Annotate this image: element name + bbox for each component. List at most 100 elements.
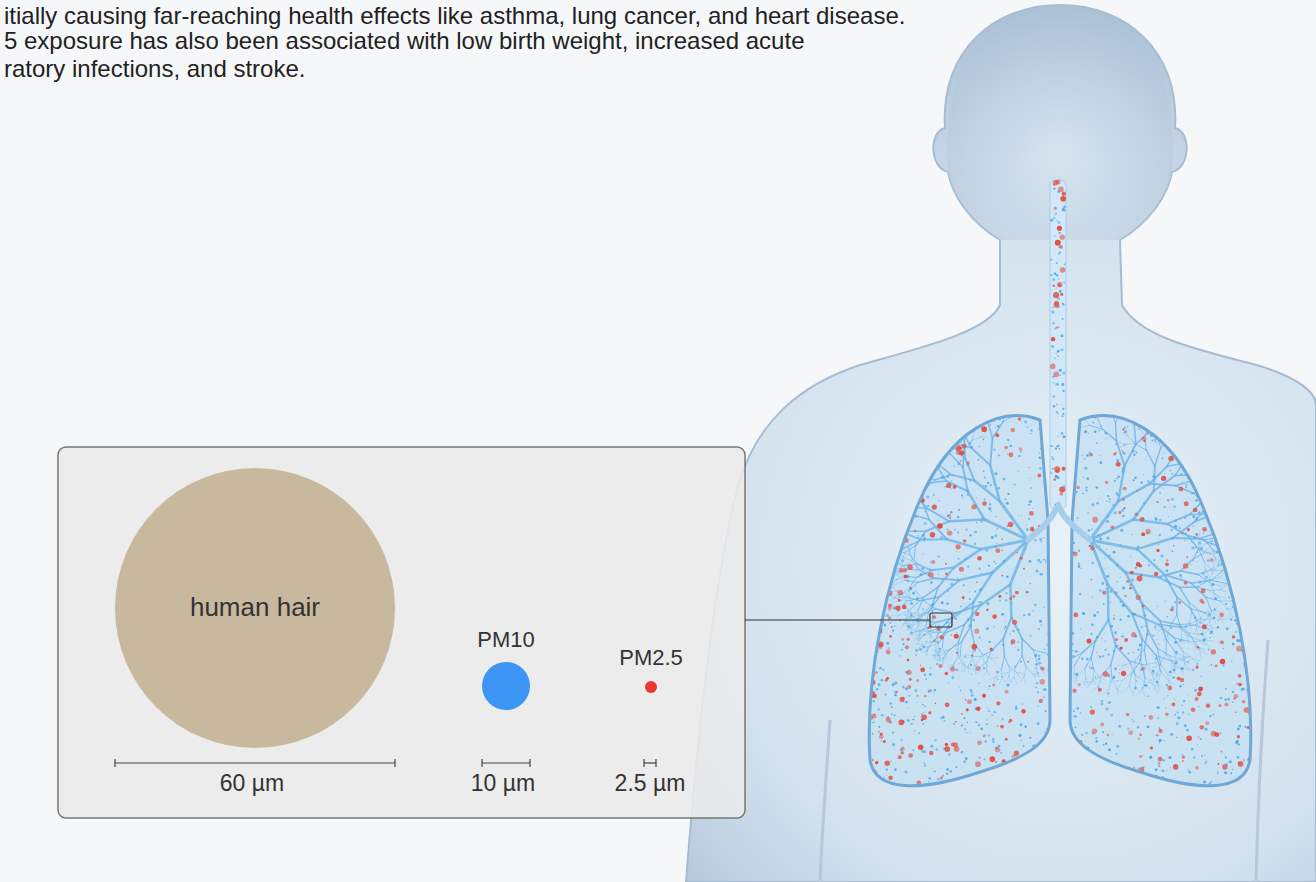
particle <box>1030 500 1033 503</box>
bronchiole <box>919 448 921 454</box>
bronchiole <box>1090 425 1103 429</box>
bronchiole <box>908 601 919 611</box>
particle <box>971 421 973 423</box>
bronchiole <box>1014 677 1017 684</box>
bronchiole <box>1033 650 1036 662</box>
bronchiole <box>1178 623 1191 625</box>
particle <box>937 625 938 626</box>
bronchiole <box>897 483 899 490</box>
particle <box>1004 498 1006 500</box>
bronchiole <box>953 424 963 431</box>
bronchiole <box>1197 580 1209 587</box>
particles <box>864 402 1059 795</box>
bronchiole <box>1101 404 1109 410</box>
bronchiole <box>1147 663 1153 672</box>
particle <box>930 449 933 452</box>
particle <box>980 601 982 603</box>
bronchiole <box>947 539 981 549</box>
bronchiole <box>917 612 928 619</box>
particle <box>882 669 884 671</box>
bronchiole <box>1241 536 1246 541</box>
particle <box>938 423 941 426</box>
bronchiole <box>1114 680 1122 682</box>
particle <box>920 573 922 575</box>
particle <box>1017 649 1019 651</box>
bronchiole <box>942 434 952 443</box>
particle <box>888 647 890 649</box>
particle <box>876 688 879 691</box>
bronchiole <box>1026 407 1032 412</box>
bronchiole <box>892 482 898 485</box>
bronchiole <box>890 510 892 517</box>
particle <box>1048 734 1050 736</box>
particle <box>994 711 996 713</box>
bronchiole <box>966 654 972 656</box>
particle <box>958 663 959 664</box>
particle <box>868 621 869 622</box>
particle <box>975 497 977 499</box>
bronchiole <box>1218 596 1225 598</box>
bronchiole <box>907 456 914 460</box>
particle <box>990 484 992 486</box>
particle <box>959 562 961 564</box>
bronchiole <box>1151 673 1154 680</box>
particle <box>957 784 959 786</box>
right-lung <box>1070 416 1251 786</box>
particle <box>1043 559 1045 561</box>
bronchiole <box>1022 639 1033 650</box>
bronchiole <box>1130 674 1132 686</box>
particle <box>975 721 977 723</box>
particle <box>928 425 929 426</box>
bronchiole <box>1090 678 1093 684</box>
bronchiole <box>881 562 886 567</box>
particle <box>876 415 878 417</box>
particle <box>870 620 872 622</box>
particle <box>1028 613 1031 616</box>
particle <box>878 726 880 728</box>
particle <box>934 596 936 598</box>
bronchiole <box>1108 679 1112 689</box>
particle <box>1039 620 1042 623</box>
particle <box>1000 752 1002 754</box>
bronchiole <box>1161 672 1168 681</box>
bronchiole <box>1209 571 1213 580</box>
bronchiole <box>1219 499 1228 501</box>
particle <box>929 690 932 693</box>
particle <box>948 753 951 756</box>
bronchiole <box>933 423 940 426</box>
bronchiole <box>1218 578 1224 580</box>
bronchiole <box>1210 591 1218 597</box>
bronchiole <box>949 418 951 424</box>
bronchiole <box>939 439 944 444</box>
particle <box>876 522 882 528</box>
bronchiole <box>902 621 907 625</box>
bronchiole <box>1103 689 1108 694</box>
particle <box>974 629 979 634</box>
bronchiole <box>956 605 981 613</box>
bronchiole <box>968 491 985 519</box>
bronchiole <box>908 470 914 471</box>
bronchiole <box>1184 455 1194 463</box>
particle <box>997 788 999 790</box>
particle <box>986 719 987 720</box>
bronchiole <box>1107 585 1110 620</box>
particle <box>967 494 969 496</box>
particle <box>955 668 958 671</box>
particle <box>955 648 956 649</box>
bronchiole <box>954 656 961 664</box>
bronchiole <box>1232 490 1241 492</box>
particle <box>970 664 972 666</box>
bronchiole <box>910 499 915 502</box>
bronchiole <box>898 507 910 511</box>
particle <box>994 534 997 537</box>
bronchiole <box>873 542 881 544</box>
bronchiole <box>1198 570 1210 574</box>
particle <box>1001 772 1002 773</box>
particle <box>1037 691 1039 693</box>
bronchiole <box>993 677 995 684</box>
particle <box>902 686 904 688</box>
bronchiole <box>1241 523 1246 529</box>
bronchiole <box>926 622 937 628</box>
bronchiole <box>1111 646 1116 665</box>
bronchiole <box>906 600 913 602</box>
